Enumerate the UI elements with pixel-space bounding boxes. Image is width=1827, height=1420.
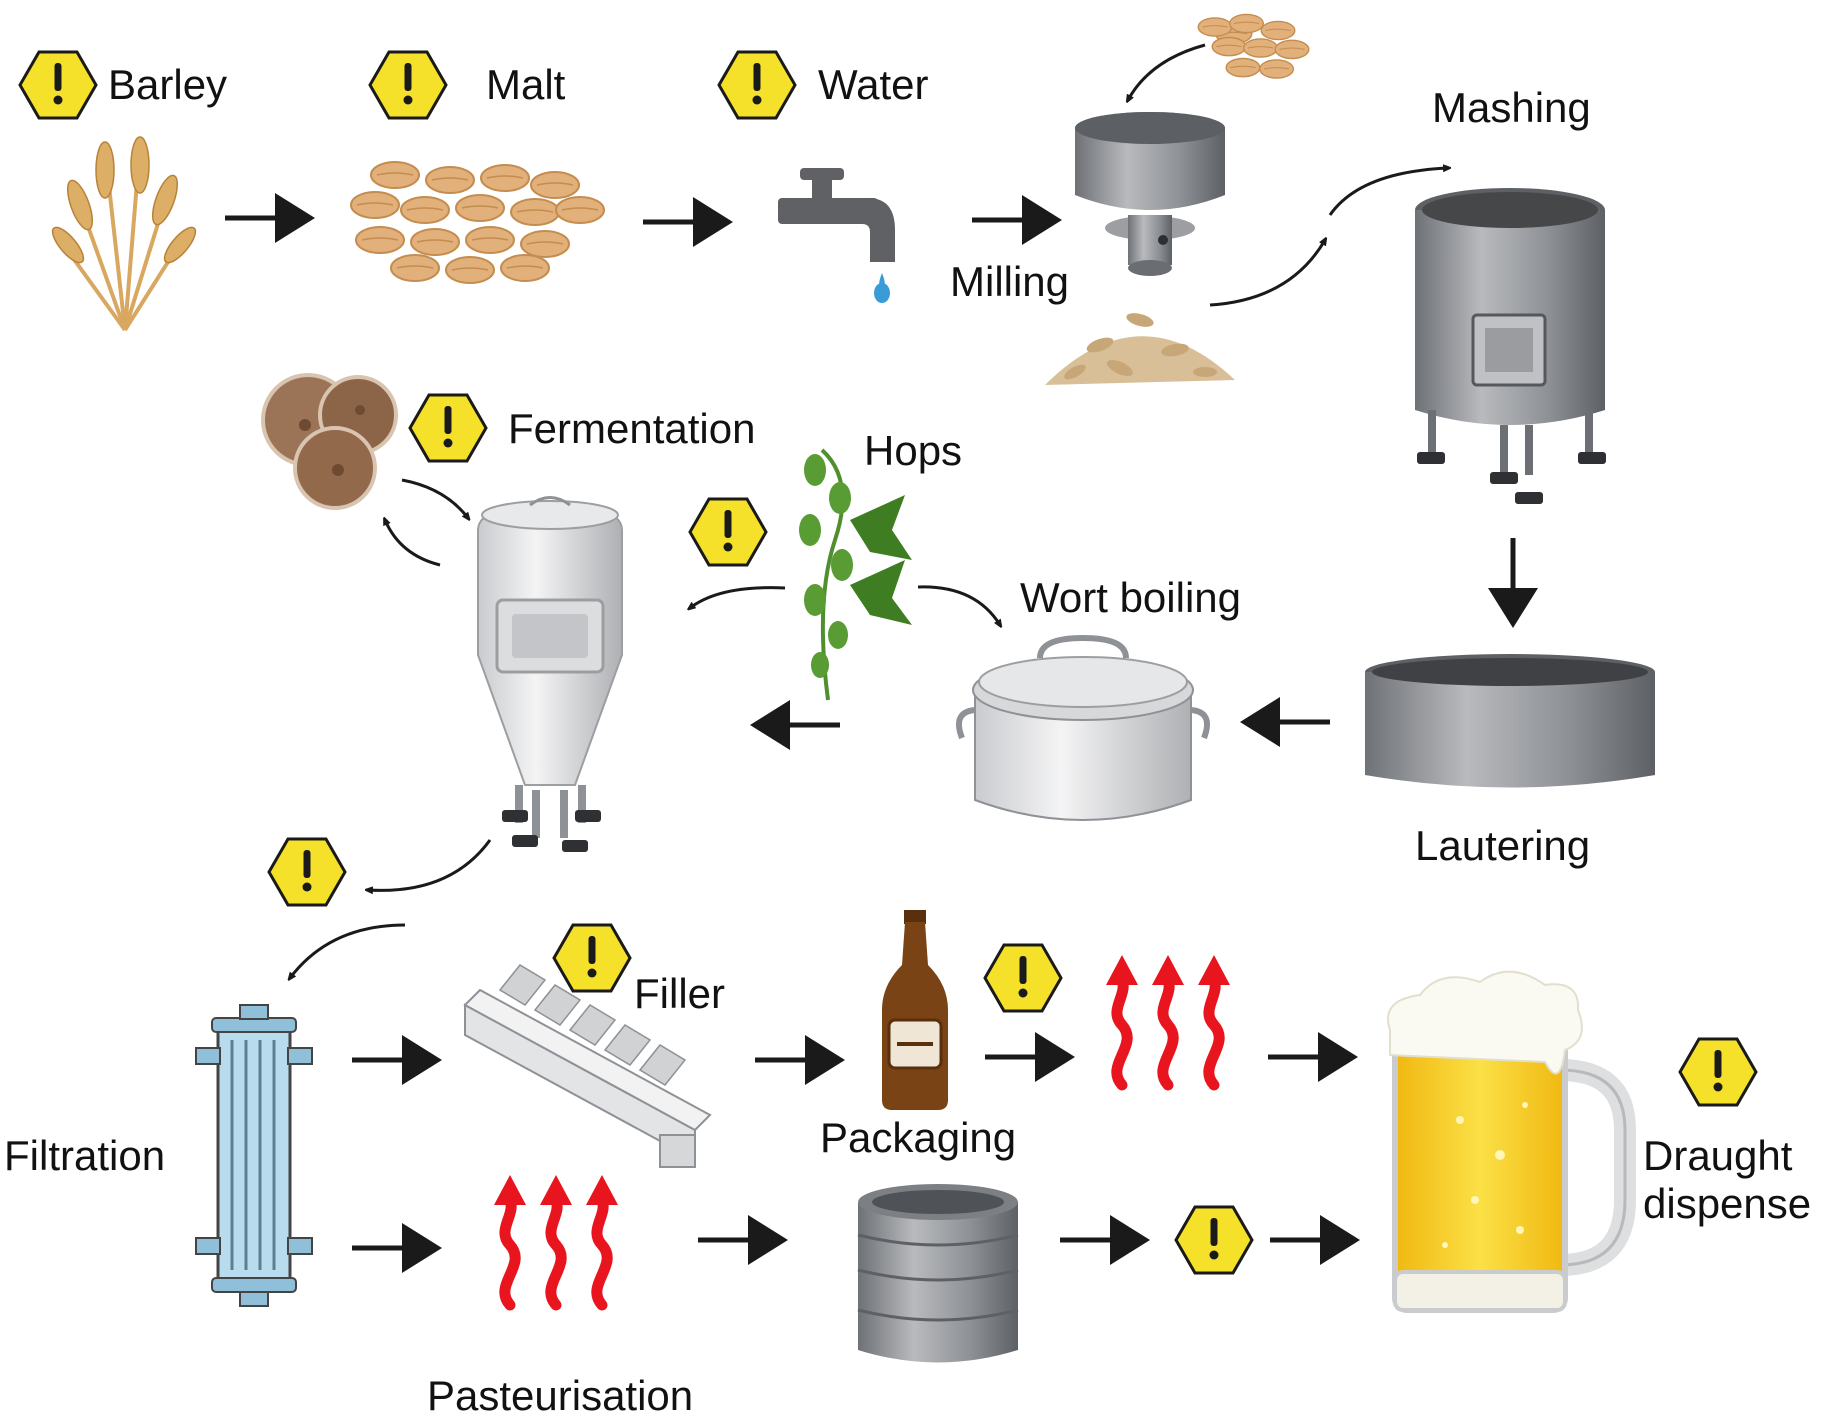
filler-machine-illustration bbox=[463, 964, 712, 1168]
hops-warning-icon bbox=[688, 497, 768, 567]
arrow-yeast-to-fermentation bbox=[401, 478, 468, 518]
filler-label: Filler bbox=[634, 970, 725, 1017]
wort-boiling-pot-illustration bbox=[956, 634, 1210, 821]
mashing-label: Mashing bbox=[1432, 84, 1591, 131]
lautering-label: Lautering bbox=[1415, 822, 1590, 869]
bottle-warning-icon bbox=[983, 943, 1063, 1013]
arrow-fermentation-to-filtration-2 bbox=[290, 923, 406, 978]
water-label: Water bbox=[818, 61, 928, 108]
bottle-pasteurisation-heat-icon bbox=[1106, 955, 1230, 1085]
beer-bottle-illustration bbox=[882, 910, 948, 1110]
mill-input-grains-illustration bbox=[1197, 13, 1310, 79]
hops-plant-illustration bbox=[799, 448, 912, 701]
filtration-warning-icon bbox=[267, 837, 347, 907]
malt-warning-icon bbox=[368, 50, 448, 120]
beer-mug-illustration bbox=[1387, 970, 1636, 1313]
milled-grist-illustration bbox=[1045, 313, 1235, 385]
malt-grains-illustration bbox=[350, 161, 605, 284]
arrow-hops-to-boiling bbox=[917, 585, 1000, 625]
milling-label: Milling bbox=[950, 258, 1069, 305]
barley-illustration bbox=[51, 136, 197, 332]
fermentation-tank-illustration bbox=[477, 496, 623, 852]
pasteurisation-label: Pasteurisation bbox=[427, 1372, 693, 1419]
keg-illustration bbox=[857, 1184, 1019, 1363]
dispense-warning-icon bbox=[1678, 1037, 1758, 1107]
barley-warning-icon bbox=[18, 50, 98, 120]
filtration-label: Filtration bbox=[4, 1132, 165, 1179]
draught-label-line1: Draught bbox=[1643, 1132, 1793, 1179]
arrow-hops-to-fermentation bbox=[690, 586, 786, 608]
wort-boiling-label: Wort boiling bbox=[1020, 574, 1241, 621]
pasteurisation-heat-icon bbox=[494, 1175, 618, 1305]
barley-label: Barley bbox=[108, 61, 227, 108]
yeast-cells-illustration bbox=[261, 373, 398, 510]
packaging-label: Packaging bbox=[820, 1114, 1016, 1161]
filtration-unit-illustration bbox=[195, 1004, 313, 1307]
malt-label: Malt bbox=[486, 61, 566, 108]
hops-label: Hops bbox=[864, 427, 962, 474]
water-warning-icon bbox=[717, 50, 797, 120]
mill-grinder-illustration bbox=[1075, 112, 1225, 276]
arrow-fermentation-to-filtration-1 bbox=[368, 839, 492, 890]
fermentation-warning-icon bbox=[408, 393, 488, 463]
water-tap-illustration bbox=[778, 168, 895, 303]
filler-warning-icon bbox=[552, 923, 632, 993]
mashing-tank-illustration bbox=[1415, 188, 1606, 504]
draught-label-line2: dispense bbox=[1643, 1180, 1811, 1227]
lautering-tun-illustration bbox=[1365, 654, 1655, 788]
arrow-milling-to-mashing-2 bbox=[1328, 168, 1448, 216]
fermentation-label: Fermentation bbox=[508, 405, 755, 452]
arrow-fermentation-to-yeast bbox=[385, 520, 441, 567]
keg-warning-icon bbox=[1174, 1205, 1254, 1275]
arrow-grains-into-mill bbox=[1128, 43, 1206, 100]
arrow-milling-to-mashing-1 bbox=[1209, 240, 1325, 307]
